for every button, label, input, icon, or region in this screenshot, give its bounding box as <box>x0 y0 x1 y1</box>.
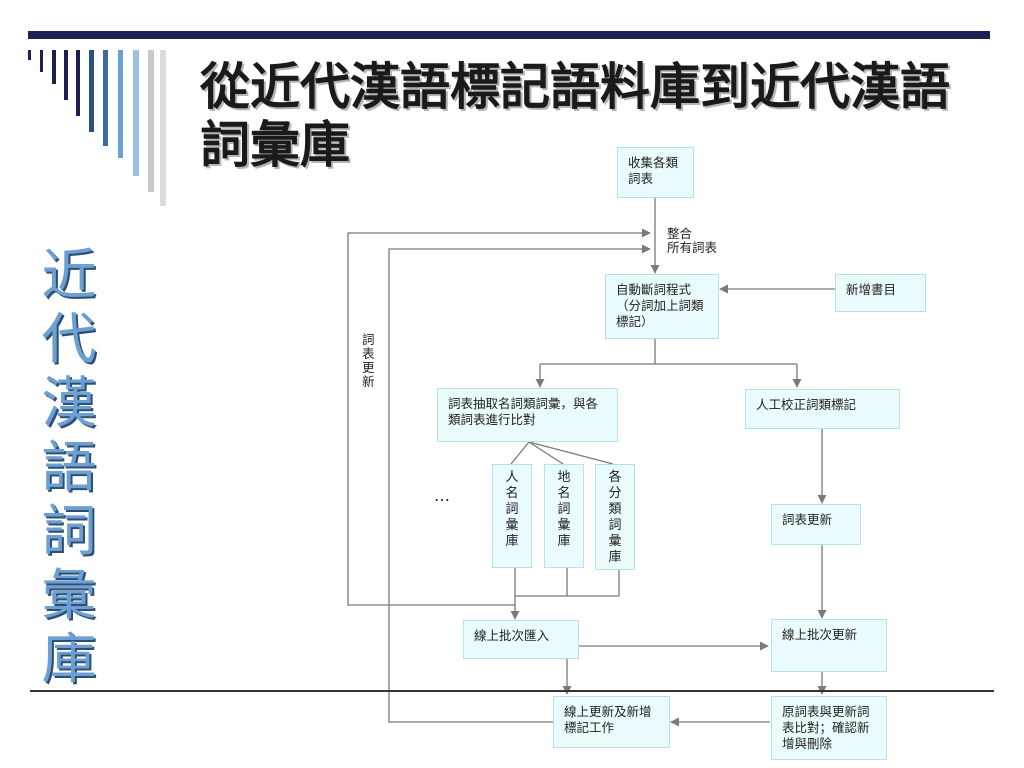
fan-line-person <box>510 441 530 465</box>
batch-import-box: 線上批次匯入 <box>463 620 579 659</box>
stripe <box>160 50 166 206</box>
list-update-box: 詞表更新 <box>771 504 861 545</box>
stripe <box>118 50 123 158</box>
list-update-left-label: 詞表更新 <box>362 332 375 389</box>
person-lexicon-box: 人名詞彙庫 <box>492 464 532 568</box>
stripe <box>28 50 31 60</box>
stripe <box>133 50 139 176</box>
place-lexicon-label: 地名詞彙庫 <box>557 470 571 549</box>
online-update-tag-box: 線上更新及新增標記工作 <box>553 696 670 748</box>
arrow-feedback-inner <box>388 244 651 723</box>
arrow-feedback-outer <box>347 228 651 606</box>
category-lexicon-label: 各分類詞彙庫 <box>608 470 622 565</box>
connector-dbs-bottom-2 <box>515 570 620 597</box>
stripe <box>64 50 68 100</box>
slide-title: 從近代漢語標記語料庫到近代漢語詞彙庫 <box>200 58 950 174</box>
extract-compare-box: 詞表抽取名詞類詞彙，與各類詞表進行比對 <box>437 388 618 442</box>
category-lexicon-box: 各分類詞彙庫 <box>595 464 635 570</box>
stripe <box>40 50 43 72</box>
fan-line-place <box>528 441 564 465</box>
new-books-box: 新增書目 <box>835 274 926 312</box>
stripe <box>52 50 56 84</box>
integrate-label: 整合 所有詞表 <box>667 226 718 255</box>
top-rule <box>28 31 990 39</box>
auto-segment-box: 自動斷詞程式（分詞加上詞類標記） <box>605 274 719 339</box>
collect-lists-box: 收集各類詞表 <box>617 147 694 198</box>
stripe <box>103 50 108 146</box>
vertical-title: 近代漢語詞彙庫 <box>41 243 97 691</box>
fan-line-category <box>528 441 614 465</box>
more-lexicons-ellipsis: … <box>434 486 450 505</box>
batch-update-box: 線上批次更新 <box>771 619 887 672</box>
place-lexicon-box: 地名詞彙庫 <box>544 464 584 568</box>
manual-correct-box: 人工校正詞類標記 <box>745 389 900 429</box>
stripe <box>76 50 80 116</box>
person-lexicon-label: 人名詞彙庫 <box>505 470 519 549</box>
compare-confirm-box: 原詞表與更新詞表比對；確認新增與刪除 <box>771 696 887 760</box>
bottom-rule <box>30 690 994 692</box>
stripe <box>89 50 94 132</box>
stripe <box>148 50 154 192</box>
